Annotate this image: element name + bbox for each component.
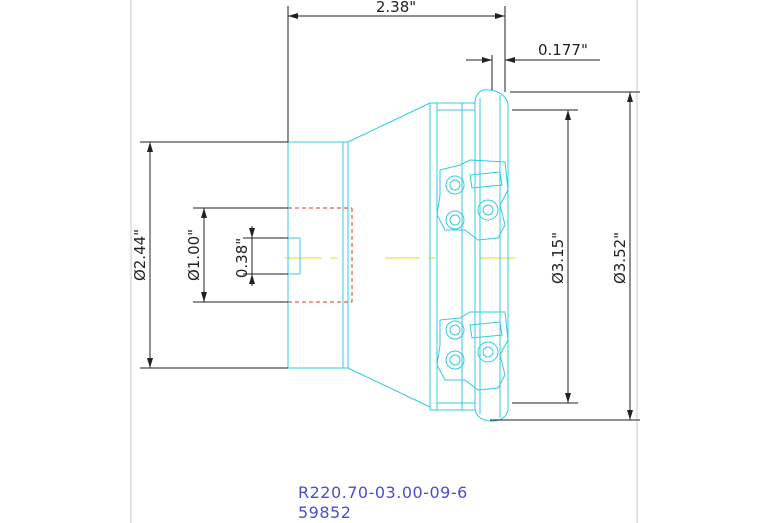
keyway-width-label: 0.38" [233,238,251,278]
cutter-body-outline [287,89,509,422]
sheet-border [130,0,638,523]
bore-hidden-lines [288,207,353,303]
part-code: R220.70-03.00-09-6 [298,483,468,502]
bore-diameter-label: Ø1.00" [185,229,203,281]
overall-length-label: 2.38" [376,0,416,16]
dimension-lines [140,6,640,421]
shank-diameter-label: Ø2.44" [131,229,149,281]
keyway-outline [288,237,301,275]
dimension-arrows [147,13,633,420]
part-number: 59852 [298,503,351,522]
cutting-diameter-label: Ø3.15" [549,232,567,284]
max-diameter-label: Ø3.52" [611,232,629,284]
insert-offset-label: 0.177" [538,41,588,59]
